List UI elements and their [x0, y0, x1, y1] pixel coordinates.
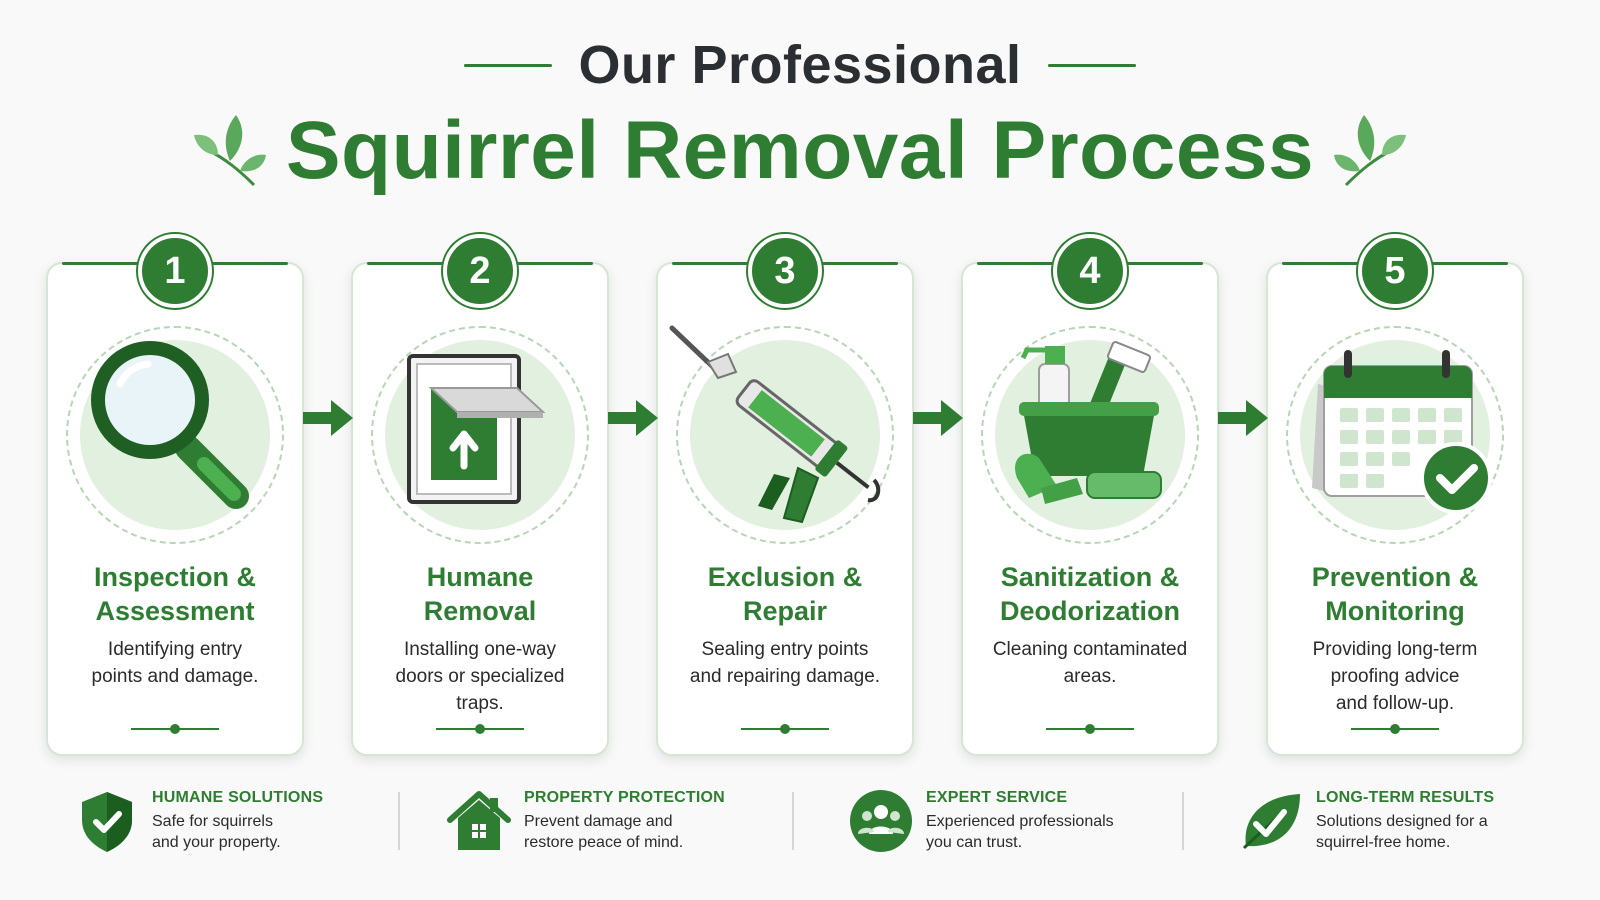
step-description: Installing one-way doors or specialized … [395, 639, 565, 714]
step-card-5: 5 Prevention & Mon [1266, 234, 1524, 756]
right-divider [1047, 63, 1136, 67]
step-number-badge: 3 [748, 234, 822, 308]
shield-check-icon [82, 792, 132, 852]
header: Our Professional Squirrel Removal Proces… [0, 30, 1600, 198]
features-bar: HUMANE SOLUTIONS Safe for squirrels and … [0, 782, 1600, 882]
pre-title: Our Professional [578, 35, 1022, 95]
feature-description: Safe for squirrels and your property. [152, 813, 281, 851]
feature-divider [1182, 792, 1184, 850]
one-way-door-icon [407, 354, 546, 504]
step-title: Humane Removal [423, 562, 537, 626]
feature-divider [398, 792, 400, 850]
step-card-3: 3 Exclusion & Repair Sealing [656, 234, 914, 756]
cleaning-bucket-icon [1015, 341, 1162, 504]
step-title: Prevention & Monitoring [1311, 562, 1479, 626]
card-footer-ornament [436, 724, 524, 734]
feature-description: Prevent damage and restore peace of mind… [524, 813, 684, 851]
step-title: Exclusion & Repair [707, 562, 863, 626]
page-title: Squirrel Removal Process [285, 105, 1315, 196]
step-title: Sanitization & Deodorization [1000, 562, 1180, 626]
card-footer-ornament [1046, 724, 1134, 734]
icon-circle [371, 326, 589, 544]
caulk-gun-icon [669, 325, 881, 524]
pre-title-row: Our Professional [0, 30, 1600, 100]
house-icon [447, 791, 511, 850]
leaf-sprig-icon [1334, 115, 1407, 187]
step-number-badge: 4 [1053, 234, 1127, 308]
process-steps: 1 Inspection & Assessment Identifying en… [46, 234, 1558, 756]
feature-title: PROPERTY PROTECTION [524, 789, 725, 806]
feature-description: Solutions designed for a squirrel-free h… [1316, 813, 1488, 851]
step-description: Providing long-term proofing advice and … [1312, 639, 1478, 714]
feature-long-term-results: LONG-TERM RESULTS Solutions designed for… [1238, 782, 1568, 882]
arrow-right-icon [913, 400, 963, 436]
icon-circle [669, 325, 894, 544]
main-title-row: Squirrel Removal Process [0, 104, 1600, 198]
arrow-right-icon [303, 400, 353, 436]
people-icon [850, 790, 912, 852]
feature-title: HUMANE SOLUTIONS [152, 789, 324, 806]
leaf-check-icon [1242, 794, 1300, 850]
step-description: Cleaning contaminated areas. [992, 639, 1188, 687]
step-card-2: 2 Humane Removal Installing one-way door… [351, 234, 609, 756]
step-title: Inspection & Assessment [93, 562, 256, 626]
icon-circle [66, 326, 284, 544]
card-footer-ornament [131, 724, 219, 734]
step-description: Sealing entry points and repairing damag… [689, 639, 881, 687]
feature-property-protection: PROPERTY PROTECTION Prevent damage and r… [446, 782, 776, 882]
arrow-right-icon [1218, 400, 1268, 436]
step-card-1: 1 Inspection & Assessment Identifying en… [46, 234, 304, 756]
calendar-check-icon [1312, 350, 1492, 514]
arrow-right-icon [608, 400, 658, 436]
feature-title: LONG-TERM RESULTS [1316, 789, 1495, 806]
step-number-badge: 1 [138, 234, 212, 308]
icon-circle [1286, 326, 1504, 544]
left-divider [464, 63, 553, 67]
step-number-badge: 5 [1358, 234, 1432, 308]
step-card-4: 4 Sanitization & Deodorization Cleaning … [961, 234, 1219, 756]
icon-circle [981, 326, 1199, 544]
feature-expert-service: EXPERT SERVICE Experienced professionals… [848, 782, 1178, 882]
card-footer-ornament [741, 724, 829, 734]
magnifying-glass-icon [91, 341, 249, 509]
feature-title: EXPERT SERVICE [926, 789, 1068, 806]
feature-humane-solutions: HUMANE SOLUTIONS Safe for squirrels and … [74, 782, 384, 882]
card-footer-ornament [1351, 724, 1439, 734]
leaf-sprig-icon [193, 115, 266, 187]
feature-divider [792, 792, 794, 850]
step-description: Identifying entry points and damage. [91, 639, 259, 687]
step-number-badge: 2 [443, 234, 517, 308]
feature-description: Experienced professionals you can trust. [926, 813, 1114, 851]
